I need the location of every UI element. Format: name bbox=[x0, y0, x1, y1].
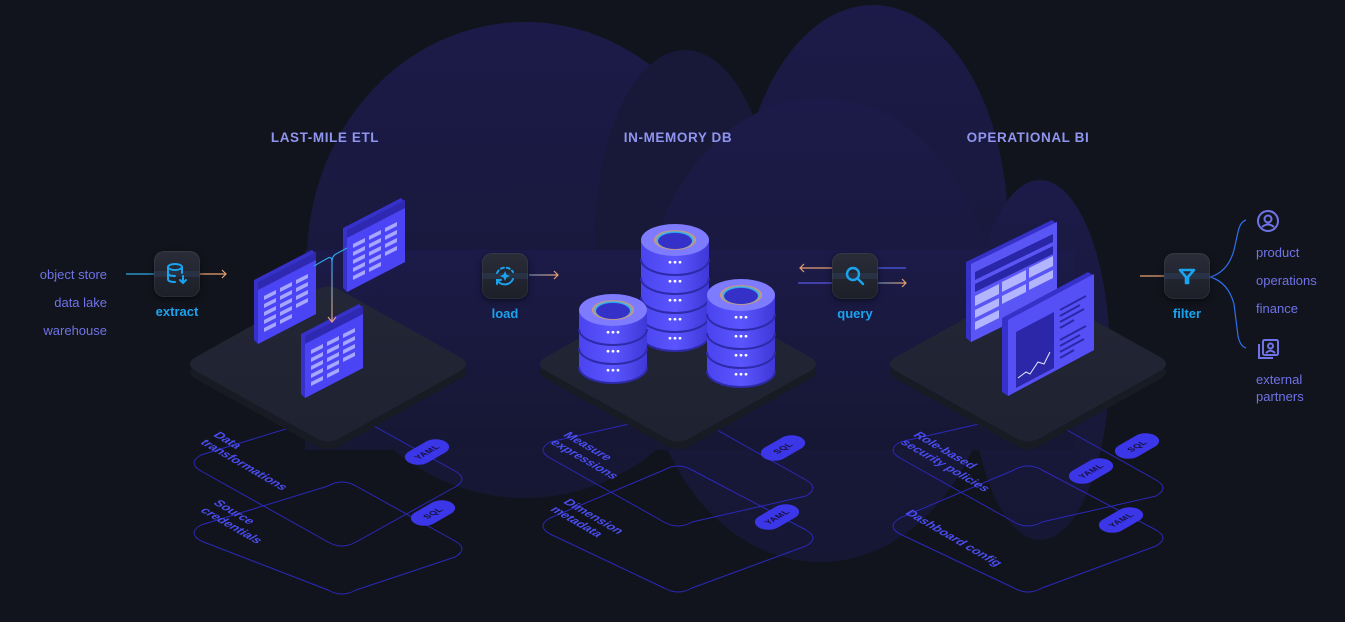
status-dot bbox=[673, 336, 677, 340]
bi-dashboard-graphics bbox=[966, 220, 1094, 396]
refresh-sparkle-icon bbox=[496, 266, 514, 286]
status-dot bbox=[668, 336, 672, 340]
database-download-icon bbox=[167, 263, 187, 285]
table-graphic-left bbox=[254, 250, 316, 344]
etl-table-graphics bbox=[254, 198, 405, 398]
status-dot bbox=[678, 298, 682, 302]
chart-panel-graphic bbox=[1002, 272, 1094, 396]
status-dot bbox=[611, 349, 615, 353]
db-stack-left bbox=[578, 294, 648, 384]
query-node bbox=[832, 253, 878, 299]
consumer-external-partners: external partners bbox=[1256, 371, 1304, 405]
merge-arrow bbox=[327, 260, 337, 323]
status-dot bbox=[739, 372, 743, 376]
status-dot bbox=[734, 372, 738, 376]
status-dot bbox=[734, 334, 738, 338]
status-dot bbox=[734, 353, 738, 357]
status-dot bbox=[616, 330, 620, 334]
status-dot bbox=[739, 353, 743, 357]
source-object-store: object store bbox=[39, 267, 107, 282]
external-line-2: partners bbox=[1256, 389, 1304, 404]
status-dot bbox=[678, 336, 682, 340]
stage-title-db: IN-MEMORY DB bbox=[623, 130, 733, 145]
status-dot bbox=[744, 334, 748, 338]
table-graphic-bottom bbox=[301, 304, 363, 398]
status-dot bbox=[606, 368, 610, 372]
status-dot bbox=[739, 315, 743, 319]
status-dot bbox=[673, 298, 677, 302]
consumer-operations: operations bbox=[1256, 273, 1317, 288]
extract-label: extract bbox=[155, 304, 199, 319]
status-dot bbox=[673, 260, 677, 264]
filter-node bbox=[1164, 253, 1210, 299]
status-dot bbox=[606, 330, 610, 334]
stage-title-bi: OPERATIONAL BI bbox=[966, 130, 1090, 145]
status-dot bbox=[744, 353, 748, 357]
status-dot bbox=[678, 279, 682, 283]
portrait-stack-icon bbox=[1256, 337, 1280, 366]
status-dot bbox=[668, 298, 672, 302]
source-data-lake: data lake bbox=[54, 295, 107, 310]
search-icon bbox=[845, 266, 865, 286]
status-dot bbox=[668, 260, 672, 264]
status-dot bbox=[611, 368, 615, 372]
db-stack-center bbox=[640, 224, 710, 352]
consumer-product: product bbox=[1256, 245, 1300, 260]
user-circle-icon bbox=[1256, 209, 1280, 238]
status-dot bbox=[678, 317, 682, 321]
status-dot bbox=[611, 330, 615, 334]
status-dot bbox=[673, 317, 677, 321]
consumer-finance: finance bbox=[1256, 301, 1298, 316]
database-stacks bbox=[578, 224, 776, 388]
status-dot bbox=[739, 334, 743, 338]
connectors bbox=[126, 219, 1247, 349]
extract-node bbox=[154, 251, 200, 297]
funnel-icon bbox=[1178, 268, 1196, 285]
status-dot bbox=[668, 279, 672, 283]
status-dot bbox=[668, 317, 672, 321]
load-node bbox=[482, 253, 528, 299]
status-dot bbox=[616, 349, 620, 353]
status-dot bbox=[678, 260, 682, 264]
load-label: load bbox=[491, 306, 519, 321]
query-label: query bbox=[837, 306, 873, 321]
status-dot bbox=[616, 368, 620, 372]
report-table-graphic bbox=[966, 220, 1057, 342]
stage-title-etl: LAST-MILE ETL bbox=[270, 130, 380, 145]
table-graphic-top bbox=[343, 198, 405, 292]
status-dot bbox=[744, 372, 748, 376]
source-warehouse: warehouse bbox=[43, 323, 107, 338]
db-stack-right bbox=[706, 279, 776, 388]
status-dot bbox=[673, 279, 677, 283]
filter-label: filter bbox=[1172, 306, 1202, 321]
status-dot bbox=[606, 349, 610, 353]
status-dot bbox=[744, 315, 748, 319]
external-line-1: external bbox=[1256, 372, 1303, 387]
status-dot bbox=[734, 315, 738, 319]
